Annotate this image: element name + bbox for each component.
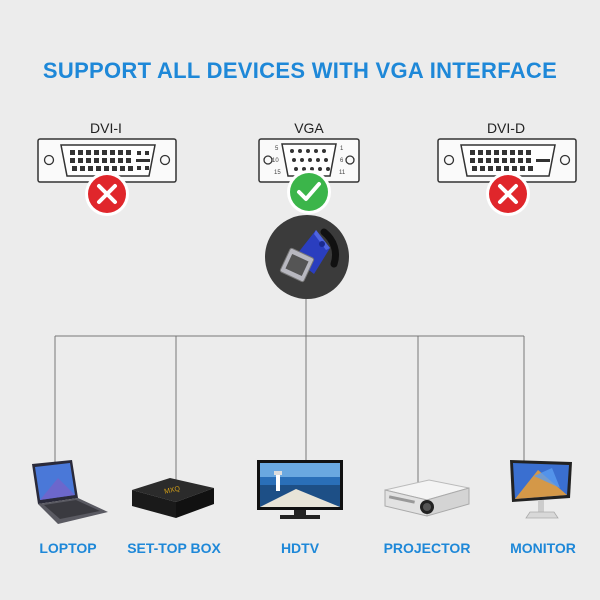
check-mark-icon xyxy=(286,169,332,215)
vga-pin-label: 15 xyxy=(274,170,281,176)
port-label-dvi-d: DVI-D xyxy=(486,120,526,136)
device-label-projector: PROJECTOR xyxy=(383,540,471,556)
laptop-icon xyxy=(28,458,110,528)
projector-icon xyxy=(383,476,471,522)
x-mark-icon xyxy=(84,171,130,217)
port-label-vga: VGA xyxy=(294,120,324,136)
x-mark-icon xyxy=(485,171,531,217)
port-label-dvi-i: DVI-I xyxy=(90,120,122,136)
set-top-box-icon: MXQ xyxy=(130,476,216,520)
device-label-hdtv: HDTV xyxy=(280,540,320,556)
svg-text:MXQ: MXQ xyxy=(164,485,182,495)
vga-pin-label: 11 xyxy=(339,170,346,176)
vga-pin-label: 10 xyxy=(272,158,279,164)
dvi-i-port-icon xyxy=(37,138,177,184)
device-label-monitor: MONITOR xyxy=(510,540,576,556)
vga-pin-label: 6 xyxy=(340,158,344,164)
page-title: SUPPORT ALL DEVICES WITH VGA INTERFACE xyxy=(42,58,558,83)
device-label-laptop: LOPTOP xyxy=(39,540,97,556)
device-label-set-top-box: SET-TOP BOX xyxy=(127,540,221,556)
hdtv-icon xyxy=(256,459,344,521)
monitor-icon xyxy=(508,458,574,520)
dvi-d-port-icon xyxy=(437,138,577,184)
vga-pin-label: 5 xyxy=(275,146,279,152)
vga-port-icon: 5 1 10 6 15 11 xyxy=(258,138,360,184)
vga-cable-connector-icon xyxy=(264,214,350,300)
vga-pin-label: 1 xyxy=(340,146,344,152)
